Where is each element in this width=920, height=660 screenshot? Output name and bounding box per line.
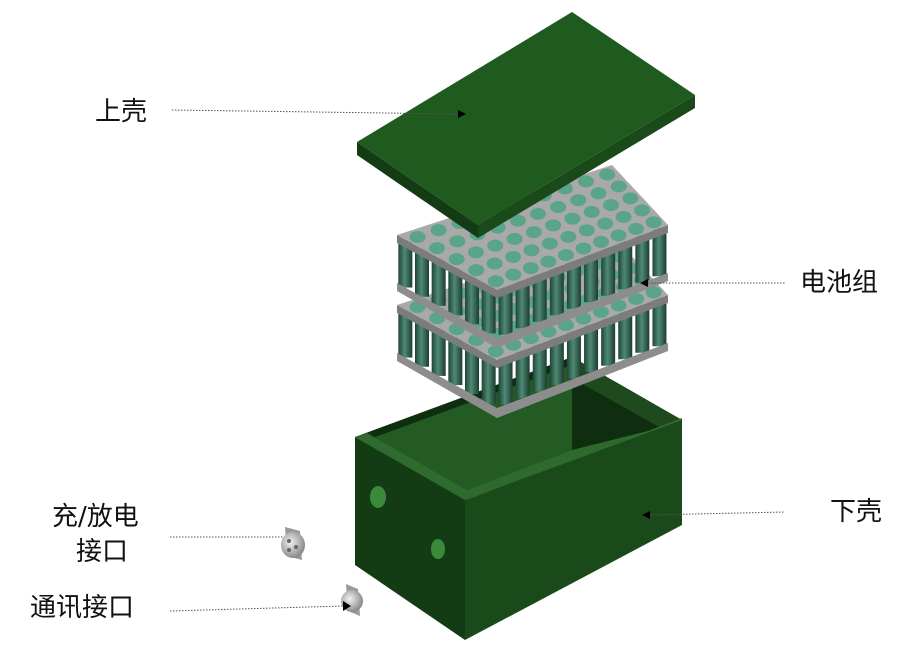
cell-top [575,242,592,255]
battery-cell [415,248,429,297]
cell-top [522,262,539,275]
cell-top [541,237,558,250]
battery-cell [549,267,564,316]
battery-cell [618,311,633,360]
battery-cell [532,343,547,392]
battery-cell [448,267,463,316]
battery-cell [566,260,581,309]
cell-top [590,187,607,200]
battery-cell [601,317,616,366]
cell-top [578,175,595,188]
battery-cell [652,228,667,277]
cell-top [570,194,587,207]
cell-top [487,239,504,252]
cell-top [603,199,620,212]
battery-cell [584,254,599,303]
cell-top [487,275,504,288]
battery-cell [398,239,413,288]
battery-cell [431,257,446,306]
cell-top [540,255,557,268]
cell-top [578,224,595,237]
battery-cell [498,286,513,335]
cell-top [487,345,504,358]
battery-cell [515,350,530,399]
battery-cell [566,330,581,379]
cell-top [448,253,465,266]
label-charge-port-line1: 充/放电 [52,502,139,532]
cell-top [628,292,645,305]
cell-top [505,250,522,263]
cell-top [430,224,447,237]
cell-top [560,230,577,243]
cell-top [615,210,632,223]
battery-cell [635,234,650,283]
cell-top [599,168,616,181]
cell-top [429,242,446,255]
cell-top [633,204,650,217]
battery-cell [481,285,496,334]
cell-top [529,207,546,220]
battery-cell [601,247,616,296]
cell-top [505,268,522,281]
label-lower-shell: 下壳 [830,497,883,527]
label-comm-port: 通讯接口 [30,593,135,623]
cell-top [597,217,614,230]
cell-top [449,235,466,248]
cell-top [545,219,562,232]
battery-cell [515,280,530,329]
cell-top [645,286,662,299]
battery-cell [549,337,564,386]
cell-top [610,299,627,312]
cell-top [628,222,645,235]
bottom-holder-plate [397,273,668,348]
label-battery-pack: 电池组 [800,268,879,298]
cell-top [593,235,610,248]
battery-cell [584,324,599,373]
battery-cell [532,273,547,322]
cell-top [550,200,567,213]
cell-top [409,231,426,244]
cell-top [610,180,627,193]
battery-cell [498,356,513,405]
cell-top [645,216,662,229]
battery-cell [635,304,650,353]
battery-cell [431,327,446,376]
battery-pack [397,165,668,418]
leader-arrows [458,110,650,519]
cell-top [525,226,542,239]
port-hole [370,486,386,508]
cell-top [593,305,610,318]
cell-top [506,232,523,245]
holder-plate-edge [397,295,668,368]
holder-plate-edge [397,225,668,298]
bottom-holder-plate [397,343,668,418]
battery-cell [398,309,413,358]
lower-shell [355,357,682,640]
cell-top [467,246,484,259]
label-upper-shell: 上壳 [95,97,148,127]
communication-connector [341,584,363,616]
cell-top [468,264,485,277]
battery-cell [448,337,463,386]
cell-top [564,212,581,225]
battery-cell [415,318,429,367]
battery-cell [652,298,667,347]
cell-top [557,249,574,262]
cell-top [523,244,540,257]
label-charge-port-line2: 接口 [76,537,129,567]
cell-top [509,214,526,227]
cell-top [622,192,639,205]
battery-cell [481,355,496,404]
leader-lines [169,109,786,612]
battery-cell [618,241,633,290]
cell-top [610,229,627,242]
cell-top [486,257,503,270]
battery-cell [465,346,479,395]
charge-discharge-connector [281,527,305,560]
battery-cell [465,276,479,325]
cell-top [583,205,600,218]
upper-shell [357,12,695,238]
port-hole [431,539,445,559]
